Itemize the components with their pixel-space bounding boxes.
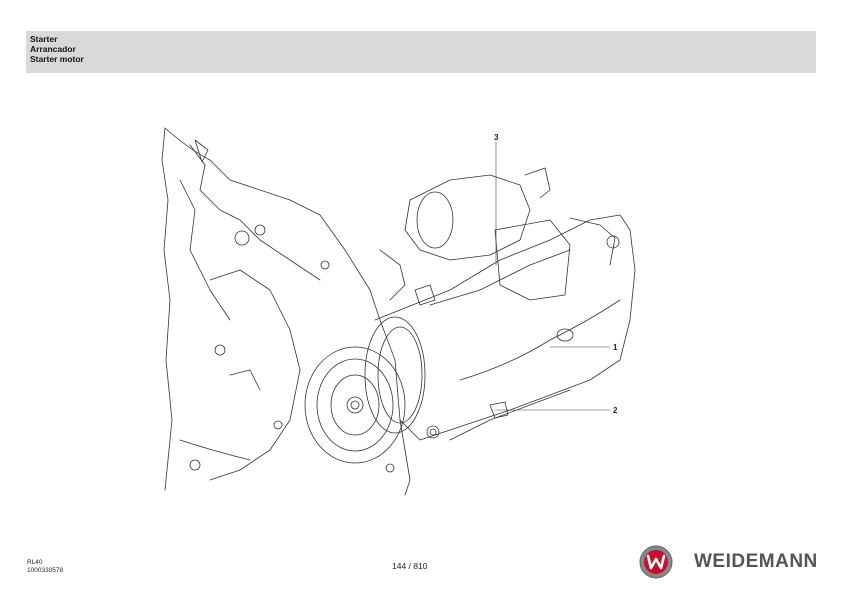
title-english-alt: Starter motor bbox=[30, 54, 84, 64]
document-id-block: RL40 1000330578 bbox=[27, 559, 63, 574]
callout-labels: 3 1 2 bbox=[494, 133, 618, 415]
page-header: Starter Arrancador Starter motor bbox=[26, 31, 816, 73]
weidemann-logo-icon bbox=[639, 545, 673, 579]
flywheel-bell-opening bbox=[304, 346, 406, 464]
page-number: 144 / 810 bbox=[392, 561, 428, 571]
model-code: RL40 bbox=[27, 559, 43, 566]
brand-wordmark: WEIDEMANN bbox=[694, 551, 818, 572]
title-english: Starter bbox=[30, 34, 58, 44]
callout-3: 3 bbox=[494, 133, 499, 142]
title-spanish: Arrancador bbox=[30, 44, 76, 54]
callout-leaders bbox=[494, 141, 611, 411]
starter-exploded-drawing: 3 1 2 bbox=[161, 127, 636, 496]
starter-motor-body bbox=[364, 167, 636, 441]
engine-housing-outline bbox=[161, 127, 411, 496]
callout-2: 2 bbox=[613, 406, 618, 415]
part-number: 1000330578 bbox=[27, 566, 64, 574]
callout-1: 1 bbox=[613, 343, 618, 352]
